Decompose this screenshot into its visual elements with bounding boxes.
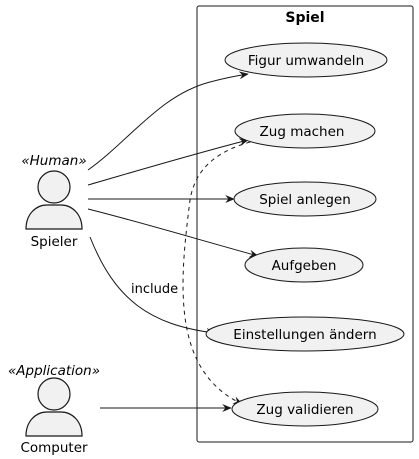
use-case-einstellungen-aendern[interactable]: Einstellungen ändern — [205, 316, 405, 352]
use-case-zug-machen[interactable]: Zug machen — [234, 113, 376, 149]
use-cases: Figur umwandeln Zug machen Spiel anlegen… — [205, 42, 405, 427]
include-label: include — [131, 282, 178, 297]
actor-stereotype: «Application» — [8, 363, 100, 379]
association-spieler-figur-umwandeln — [87, 71, 249, 171]
actor-icon — [25, 170, 83, 230]
use-case-zug-validieren[interactable]: Zug validieren — [231, 391, 379, 427]
use-case-label: Spiel anlegen — [259, 192, 351, 208]
association-spieler-aufgeben — [87, 208, 259, 258]
use-case-label: Einstellungen ändern — [233, 327, 376, 343]
use-case-label: Figur umwandeln — [248, 53, 364, 69]
use-case-aufgeben[interactable]: Aufgeben — [244, 247, 364, 283]
actor-spieler[interactable]: «Human» Spieler — [21, 153, 86, 250]
include-zug-machen-zug-validieren — [182, 139, 259, 405]
system-title: Spiel — [285, 10, 324, 26]
use-case-spiel-anlegen[interactable]: Spiel anlegen — [233, 181, 377, 217]
association-spieler-zug-machen — [87, 138, 249, 186]
actor-stereotype: «Human» — [21, 153, 86, 169]
actor-name: Computer — [20, 440, 88, 456]
actor-icon — [25, 377, 83, 437]
actor-computer[interactable]: «Application» Computer — [8, 363, 100, 456]
actor-name: Spieler — [31, 234, 78, 250]
use-case-label: Aufgeben — [272, 258, 337, 274]
use-case-label: Zug validieren — [256, 402, 353, 418]
use-case-figur-umwandeln[interactable]: Figur umwandeln — [224, 42, 388, 78]
association-spieler-einstellungen-aendern — [89, 236, 216, 336]
use-case-label: Zug machen — [260, 124, 345, 140]
relations: include — [87, 71, 259, 412]
